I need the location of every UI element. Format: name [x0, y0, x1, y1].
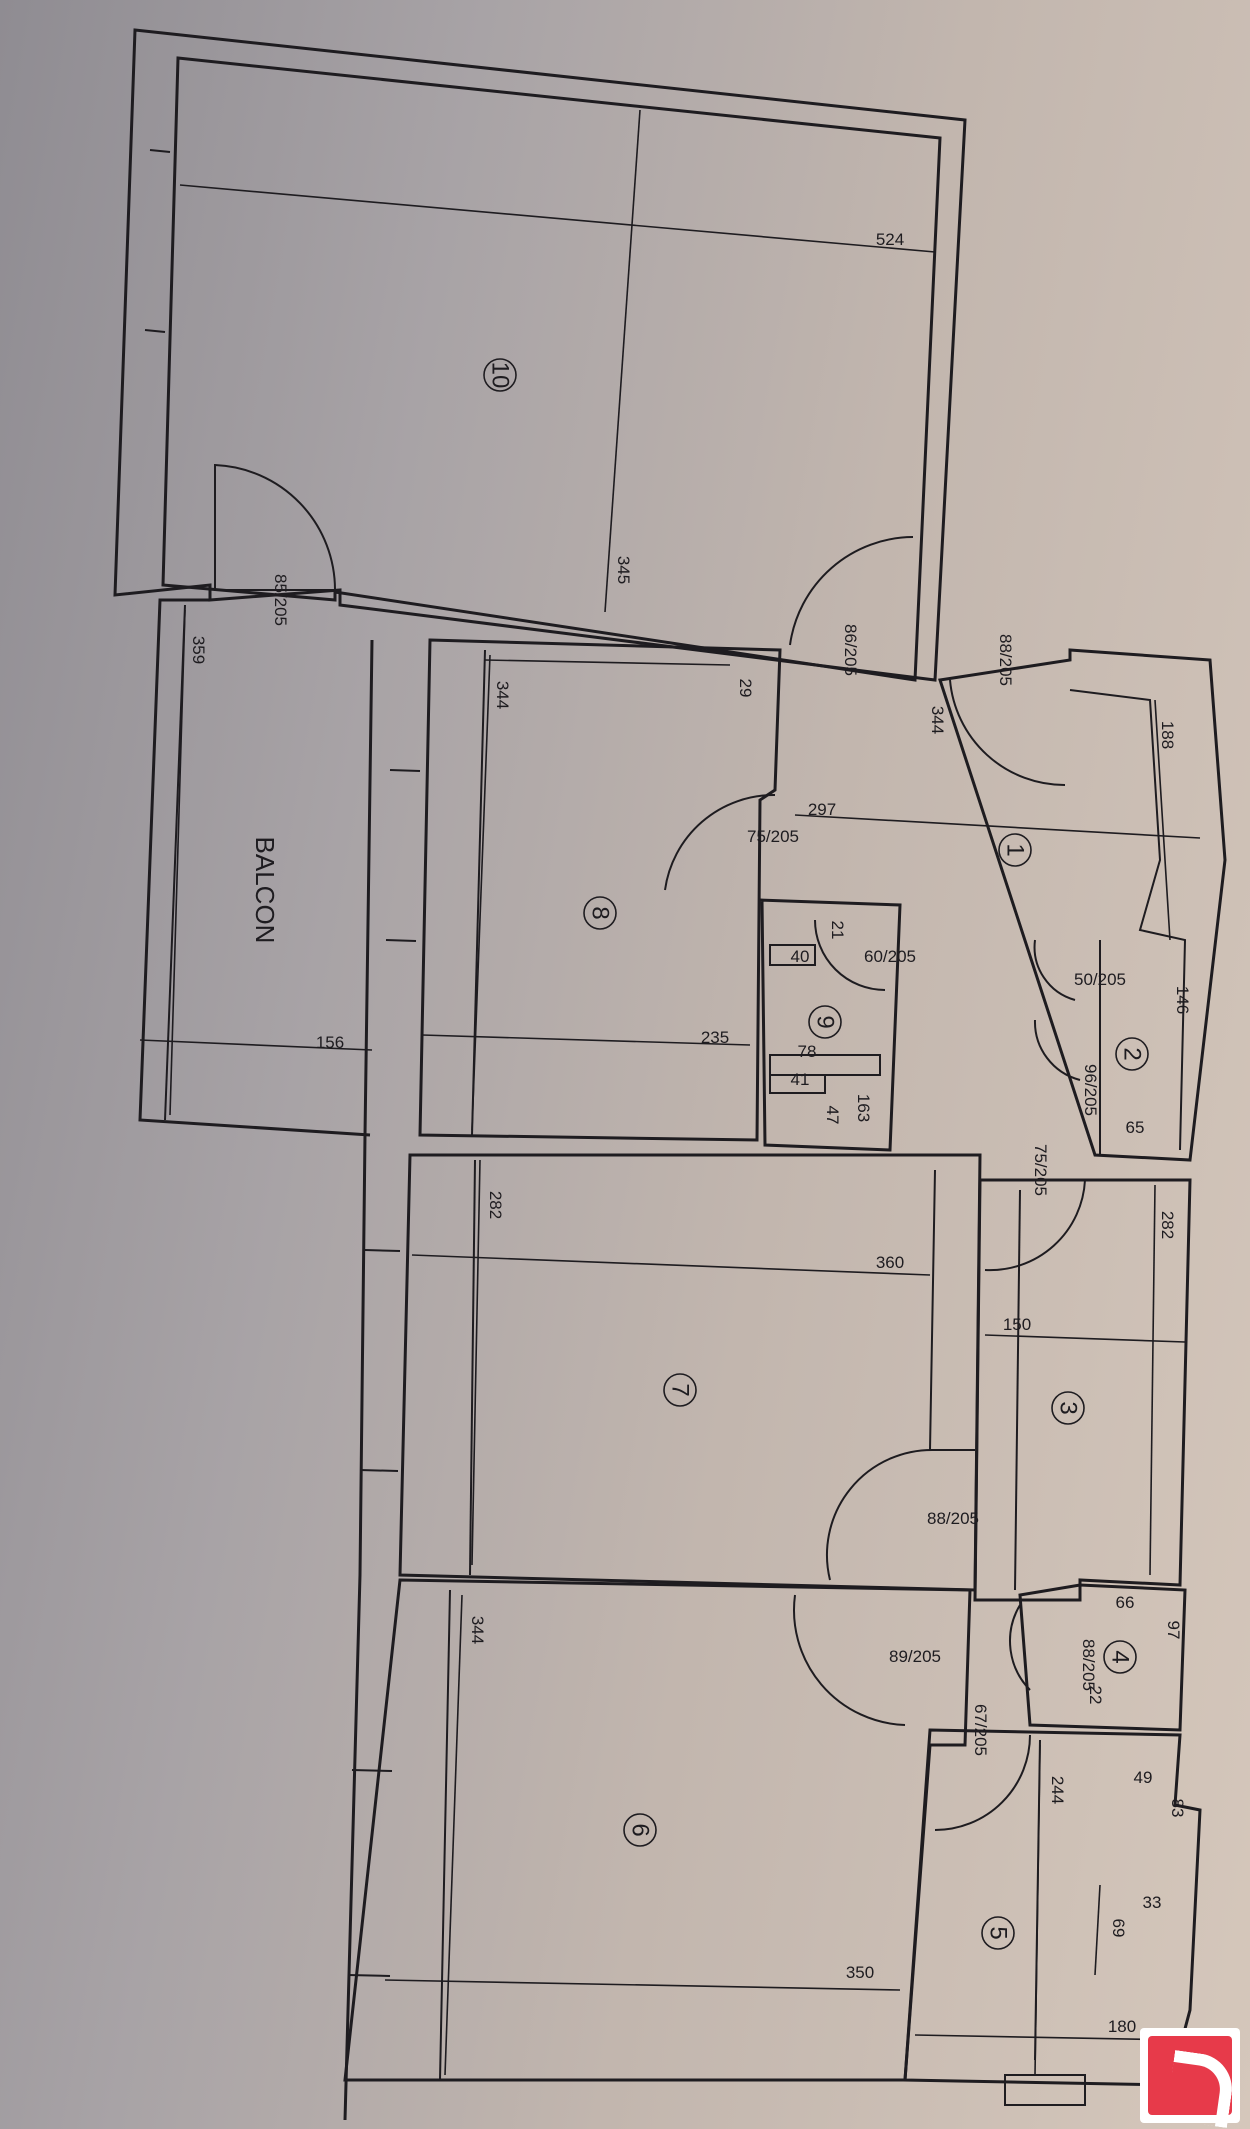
- dim-41: 41: [791, 1070, 810, 1089]
- dim-65: 65: [1126, 1118, 1145, 1137]
- balcony-walls: [138, 598, 371, 1137]
- dim-344c: 344: [468, 1616, 487, 1644]
- dim-350: 350: [846, 1963, 874, 1982]
- room-8-walls: [385, 638, 782, 1142]
- room-5-label: 5: [985, 1926, 1012, 1939]
- dim-69: 69: [1109, 1919, 1128, 1938]
- dim-345: 345: [614, 556, 633, 584]
- dim-22: 22: [1086, 1686, 1105, 1705]
- dim-297: 297: [808, 800, 836, 819]
- door-67-label: 67/205: [971, 1704, 990, 1756]
- room-8-marker: [583, 896, 617, 930]
- door-86-label: 86/205: [841, 624, 860, 676]
- dim-29: 29: [736, 679, 755, 698]
- dim-344a: 344: [493, 681, 512, 709]
- dim-524: 524: [876, 230, 904, 249]
- dim-83: 83: [1168, 1799, 1187, 1818]
- dim-47: 47: [823, 1106, 842, 1125]
- room-1-label: 1: [1002, 843, 1029, 856]
- dim-40: 40: [791, 947, 810, 966]
- door-50-label: 50/205: [1074, 970, 1126, 989]
- dim-359: 359: [189, 636, 208, 664]
- dim-188: 188: [1158, 721, 1177, 749]
- room-2-marker: [1115, 1037, 1149, 1071]
- door-88b-label: 88/205: [927, 1509, 979, 1528]
- room-3-label: 3: [1055, 1401, 1082, 1414]
- room-8-label: 8: [587, 906, 614, 919]
- room-2-label: 2: [1119, 1047, 1146, 1060]
- room-7-walls: [359, 1153, 982, 1592]
- room-10-marker: [483, 358, 517, 392]
- dim-78: 78: [798, 1042, 817, 1061]
- door-89-label: 89/205: [889, 1647, 941, 1666]
- room-9-marker: [808, 1005, 842, 1039]
- dim-180: 180: [1108, 2017, 1136, 2036]
- dim-163: 163: [854, 1094, 873, 1122]
- door-88a-label: 88/205: [996, 634, 1015, 686]
- room-9-walls: [759, 898, 902, 1152]
- room-10-label: 10: [487, 362, 514, 389]
- door-85-label: 85/205: [271, 574, 290, 626]
- room-markers: [483, 358, 1149, 1950]
- logo-mark: [1148, 2036, 1237, 2128]
- room-1-2-walls: [938, 648, 1227, 1162]
- room-4-marker: [1103, 1640, 1137, 1674]
- dim-21: 21: [828, 921, 847, 940]
- dim-235: 235: [701, 1028, 729, 1047]
- dim-49: 49: [1134, 1768, 1153, 1787]
- dim-282a: 282: [486, 1191, 505, 1219]
- room-7-marker: [663, 1373, 697, 1407]
- room-10-walls: [113, 28, 967, 682]
- dim-244: 244: [1048, 1776, 1067, 1804]
- room-6-label: 6: [627, 1823, 654, 1836]
- door-75a-label: 75/205: [747, 827, 799, 846]
- door-88c-label: 88/205: [1079, 1639, 1098, 1691]
- room-7-label: 7: [667, 1383, 694, 1396]
- dim-344b: 344: [928, 706, 947, 734]
- room-4-label: 4: [1107, 1650, 1134, 1663]
- room-5-marker: [981, 1916, 1015, 1950]
- dim-150: 150: [1003, 1315, 1031, 1334]
- door-60-label: 60/205: [864, 947, 916, 966]
- room-3-walls: [973, 1178, 1192, 1602]
- balcon-label: BALCON: [250, 837, 280, 944]
- outer-wall-left: [343, 639, 374, 2121]
- dim-156: 156: [316, 1033, 344, 1052]
- door-labels: 85/205 86/205 88/205 75/205 60/205 50/20…: [271, 574, 1126, 1756]
- dim-360: 360: [876, 1253, 904, 1272]
- door-96-label: 96/205: [1081, 1064, 1100, 1116]
- logo-swoosh: [1165, 2050, 1237, 2128]
- dim-66: 66: [1116, 1593, 1135, 1612]
- dim-97: 97: [1164, 1621, 1183, 1640]
- room-9-label: 9: [812, 1015, 839, 1028]
- room-labels: 10 8 9 1 2 7 3 4 6 5 BALCON: [250, 362, 1146, 1940]
- dimension-labels: 524 345 359 344 29 344 188 297 21 40 146…: [189, 230, 1192, 2036]
- brand-logo-icon: [1140, 2028, 1240, 2128]
- dimension-lines: [139, 109, 1201, 2076]
- dim-33: 33: [1143, 1893, 1162, 1912]
- door-swings: [214, 463, 1086, 1831]
- room-3-marker: [1051, 1391, 1085, 1425]
- dim-282b: 282: [1158, 1211, 1177, 1239]
- room-1-marker: [998, 833, 1032, 867]
- dim-146: 146: [1173, 986, 1192, 1014]
- door-75b-label: 75/205: [1031, 1144, 1050, 1196]
- room-6-marker: [623, 1813, 657, 1847]
- room-6-walls: [343, 1578, 972, 2082]
- room-4-5-walls: [903, 1583, 1202, 2106]
